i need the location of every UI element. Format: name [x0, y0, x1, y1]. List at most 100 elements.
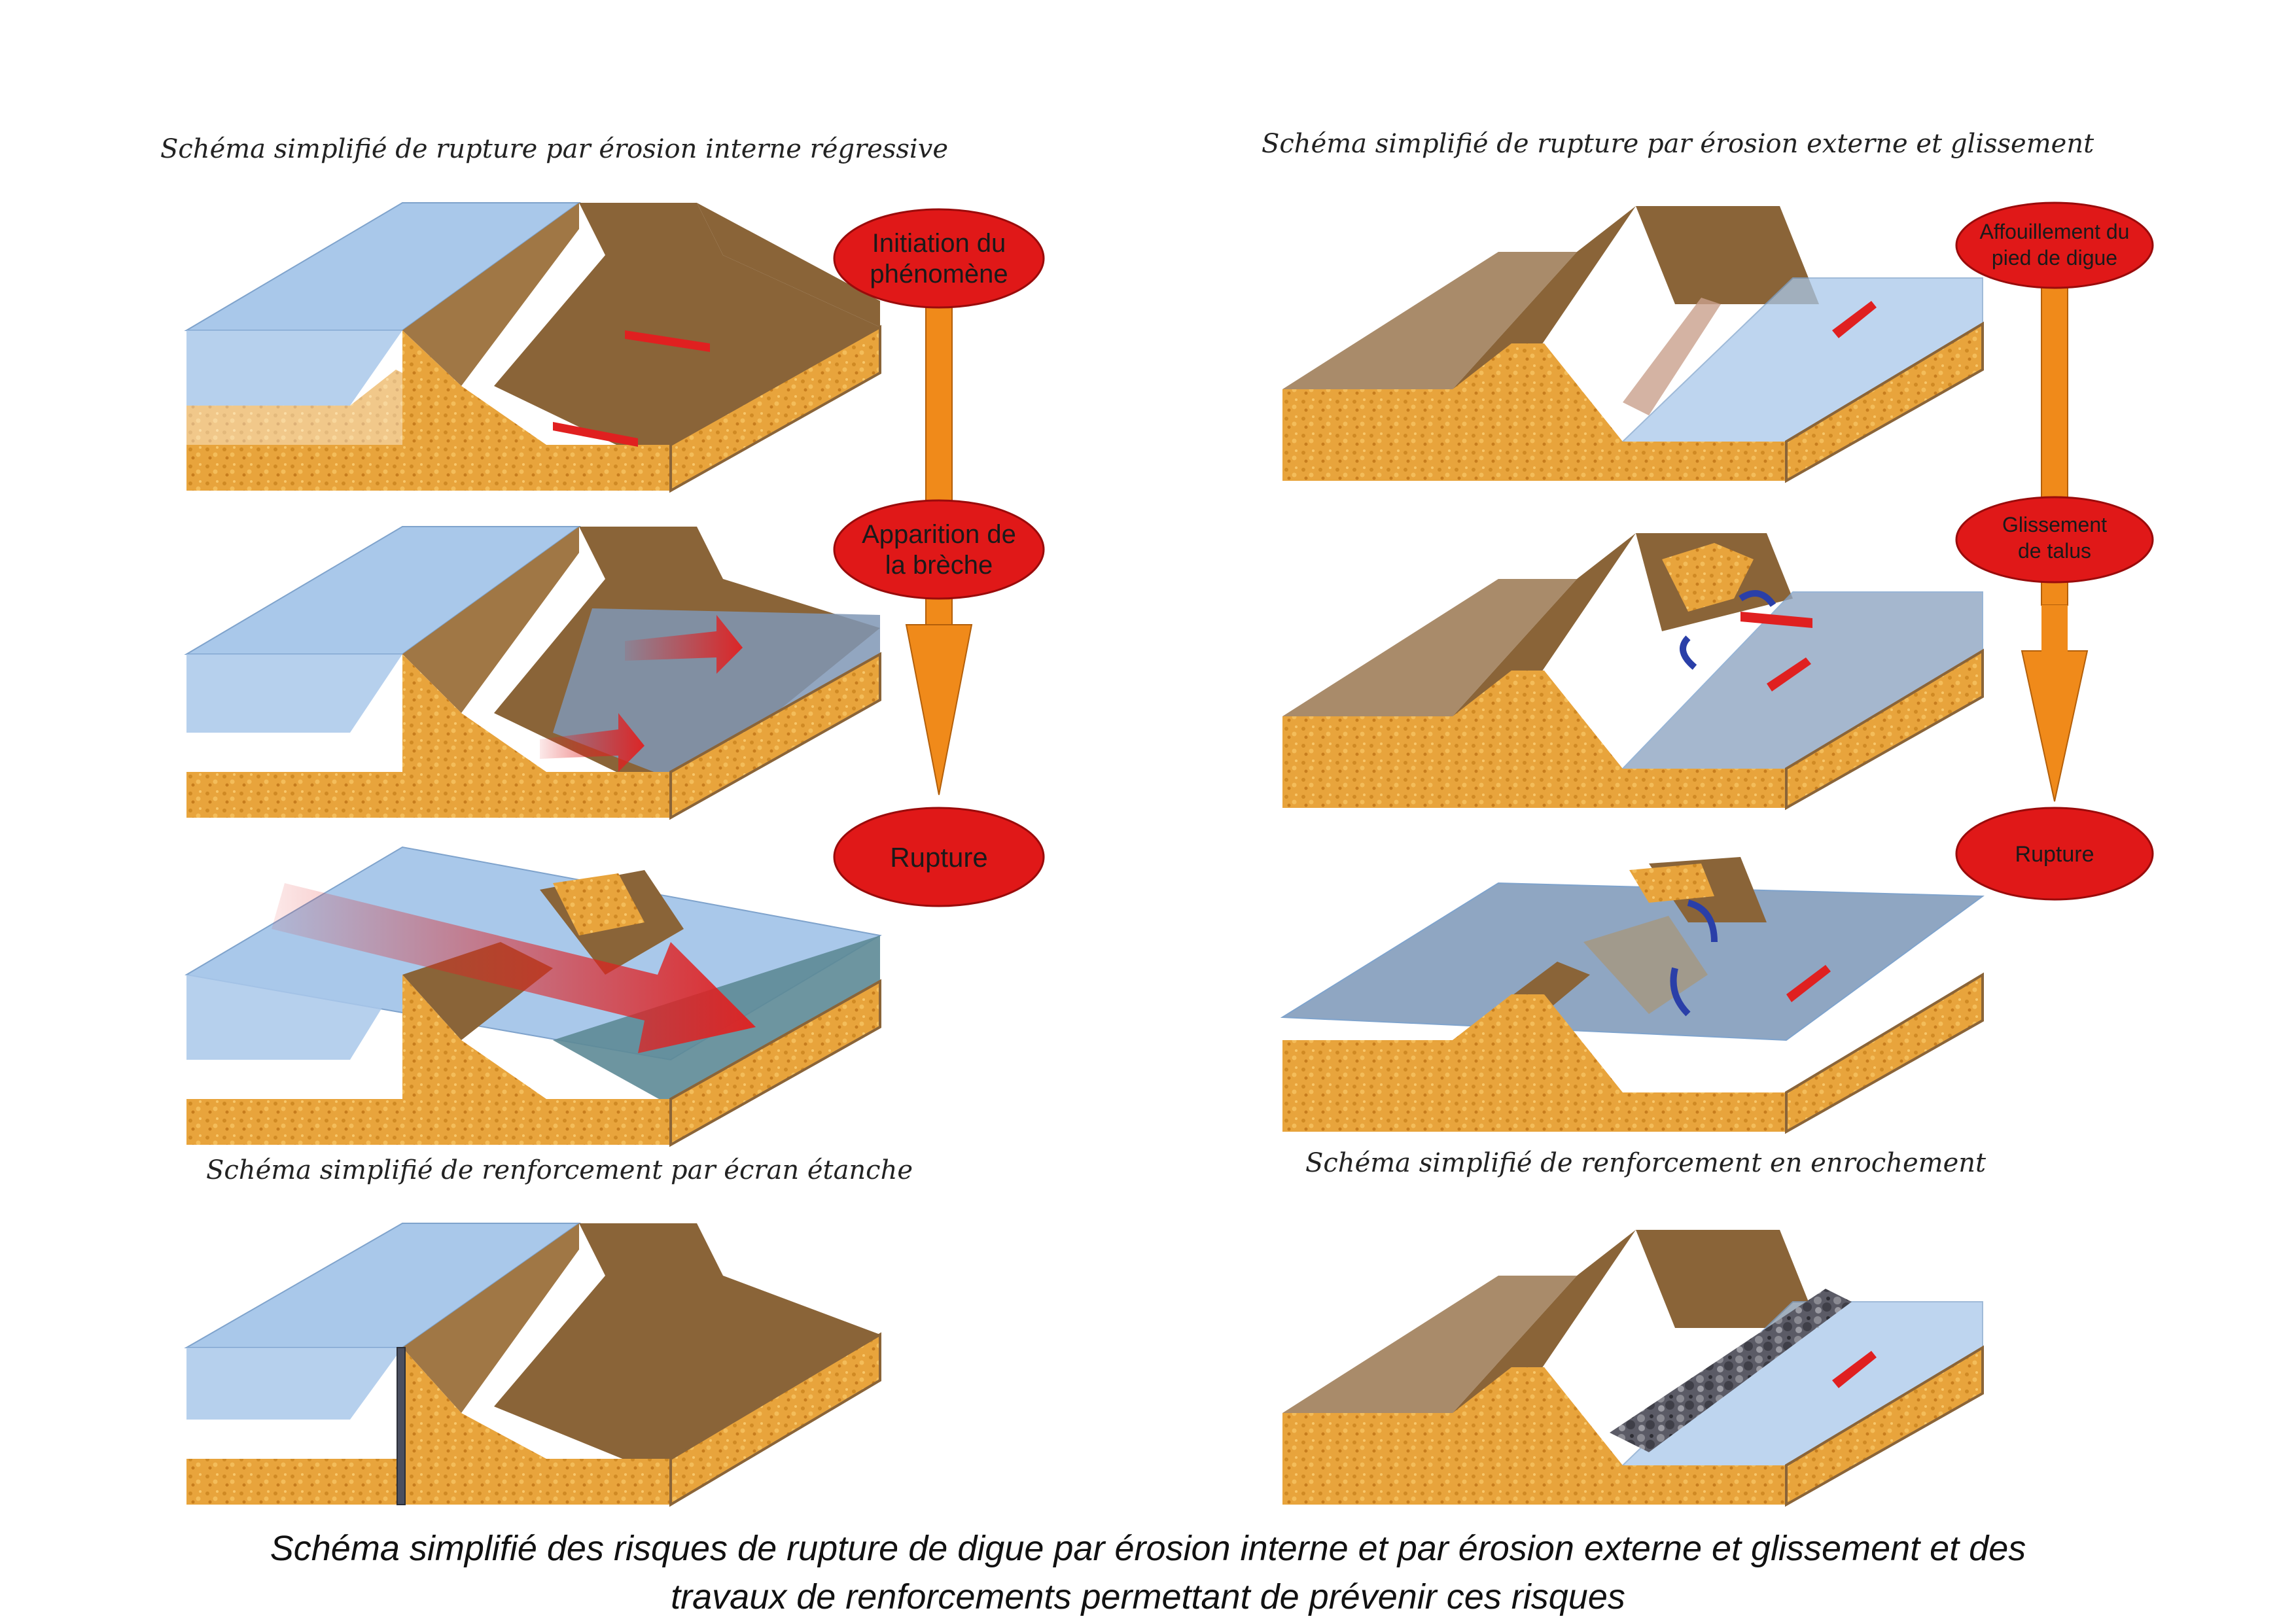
- step-oval-rupture: Rupture: [833, 807, 1045, 907]
- block-diagram: [1282, 533, 1984, 811]
- water-front: [186, 975, 402, 1060]
- dike-crest: [579, 203, 723, 255]
- soil-side-right: [1785, 1345, 1984, 1507]
- soil-side-right: [1785, 648, 1984, 811]
- dike-left-slope: [402, 527, 579, 713]
- land-surface: [494, 1276, 880, 1478]
- step-oval-slide: Glissement de talus: [1955, 496, 2154, 584]
- step-oval-initiation: Initiation du phénomène: [833, 208, 1045, 309]
- red-flow-arrow: [540, 713, 645, 772]
- soil-front-bottom: [186, 445, 671, 491]
- dike-left-slope: [1453, 206, 1636, 389]
- dike-core-front: [1282, 343, 1623, 442]
- soil-side-right: [669, 652, 881, 820]
- land-surface: [494, 255, 880, 471]
- riprap-layer: [1610, 1289, 1852, 1452]
- step-label: Rupture: [2015, 842, 2094, 867]
- step-label: la brèche: [885, 551, 993, 580]
- dike-left-slope: [402, 203, 579, 386]
- red-flow-arrow: [625, 615, 743, 674]
- dike-core-front: [402, 975, 546, 1099]
- internal-erosion-block-3: [185, 846, 882, 1147]
- step-oval-rupture: Rupture: [1955, 807, 2154, 901]
- dike-top-right: [697, 203, 880, 327]
- external-erosion-block-1: [1282, 206, 1984, 483]
- caption-line-1: Schéma simplifié des risques de rupture …: [270, 1529, 2026, 1568]
- vortex-arrow: [1687, 899, 1718, 943]
- step-label: pied de digue: [1992, 246, 2117, 270]
- land-surface-left: [1282, 579, 1577, 716]
- step-oval-scour: Affouillement du pied de digue: [1955, 201, 2154, 289]
- internal-erosion-sequence: Initiation du phénomène Apparition de la…: [833, 208, 1045, 907]
- soil-side-right: [669, 324, 881, 493]
- vortex-arrow: [1739, 590, 1776, 607]
- red-flow-arrow: [1740, 612, 1812, 628]
- dike-core-front: [1282, 994, 1623, 1092]
- dike-left-slope: [402, 1223, 579, 1413]
- title-watertight-screen: Schéma simplifié de renforcement par écr…: [206, 1155, 913, 1185]
- dike-crest: [579, 1223, 723, 1276]
- title-riprap: Schéma simplifié de renforcement en enro…: [1305, 1148, 1987, 1178]
- dike-crest: [1636, 206, 1819, 304]
- block-diagram: [1280, 857, 1985, 1134]
- title-external-erosion: Schéma simplifié de rupture par érosion …: [1262, 129, 2094, 159]
- slip-mass: [1662, 543, 1754, 612]
- block-diagram: [1282, 1230, 1984, 1507]
- water-front: [186, 330, 402, 406]
- land-surface-left: [1282, 252, 1577, 389]
- dike-left-slope: [1453, 1230, 1636, 1413]
- dike-core-front: [402, 1348, 546, 1459]
- step-label: Affouillement du: [1980, 220, 2130, 243]
- dike-crest: [1636, 1230, 1819, 1328]
- red-flow-arrow: [1832, 301, 1877, 338]
- red-flow-arrow: [1767, 657, 1811, 691]
- step-label: Glissement: [2002, 513, 2107, 536]
- soil-side-right: [669, 1332, 881, 1507]
- dike-core-front: [402, 330, 546, 445]
- soil-front-bottom: [1282, 1465, 1786, 1505]
- watertight-screen-block: [184, 1223, 881, 1507]
- soil-side-right: [1785, 972, 1984, 1134]
- vortex-arrow: [1670, 967, 1691, 1017]
- step-label: Initiation du: [872, 229, 1006, 258]
- step-oval-breach: Apparition de la brèche: [833, 499, 1045, 600]
- block-diagram: [185, 846, 882, 1147]
- title-internal-erosion: Schéma simplifié de rupture par érosion …: [160, 134, 948, 164]
- caption-line-2: travaux de renforcements permettant de p…: [671, 1577, 1625, 1616]
- vortex-arrow: [1680, 635, 1697, 670]
- soil-side-right: [1785, 321, 1984, 483]
- red-flow-arrow: [1832, 1351, 1877, 1388]
- dike-crest: [579, 527, 723, 579]
- soil-side-right: [669, 979, 881, 1147]
- block-diagram: [184, 526, 881, 820]
- block-diagram: [184, 202, 881, 493]
- soil-front-bottom: [186, 1459, 671, 1505]
- block-diagram: [184, 1223, 881, 1507]
- figure-caption: Schéma simplifié des risques de rupture …: [0, 1524, 2296, 1621]
- external-erosion-sequence: Affouillement du pied de digue Glissemen…: [1955, 201, 2154, 901]
- soil-front-bottom: [1282, 442, 1786, 481]
- red-flow-arrow: [553, 422, 638, 447]
- soil-front-bottom: [1282, 769, 1786, 808]
- dike-core-front: [1282, 671, 1623, 769]
- water-front: [186, 1348, 402, 1420]
- step-label: Rupture: [890, 842, 987, 873]
- water-front: [186, 654, 402, 733]
- slip-mass: [1629, 864, 1714, 903]
- internal-erosion-block-2: [184, 526, 881, 820]
- land-surface-left: [1282, 1276, 1577, 1413]
- red-flow-arrow: [1786, 965, 1831, 1002]
- external-erosion-block-2: [1282, 533, 1984, 811]
- step-label: phénomène: [870, 260, 1008, 288]
- step-label: de talus: [2018, 539, 2091, 563]
- internal-erosion-block-1: [184, 202, 881, 493]
- external-erosion-block-3: [1280, 857, 1985, 1134]
- dike-left-slope: [1453, 533, 1636, 716]
- soil-front-bottom: [186, 772, 671, 818]
- dike-core-front: [1282, 1367, 1623, 1465]
- dike-breach-edge: [553, 873, 645, 935]
- red-flow-arrow: [625, 330, 710, 352]
- soil-front-bottom: [1282, 1092, 1786, 1132]
- dike-core-front: [402, 654, 546, 772]
- soil-front-bottom: [186, 1099, 671, 1145]
